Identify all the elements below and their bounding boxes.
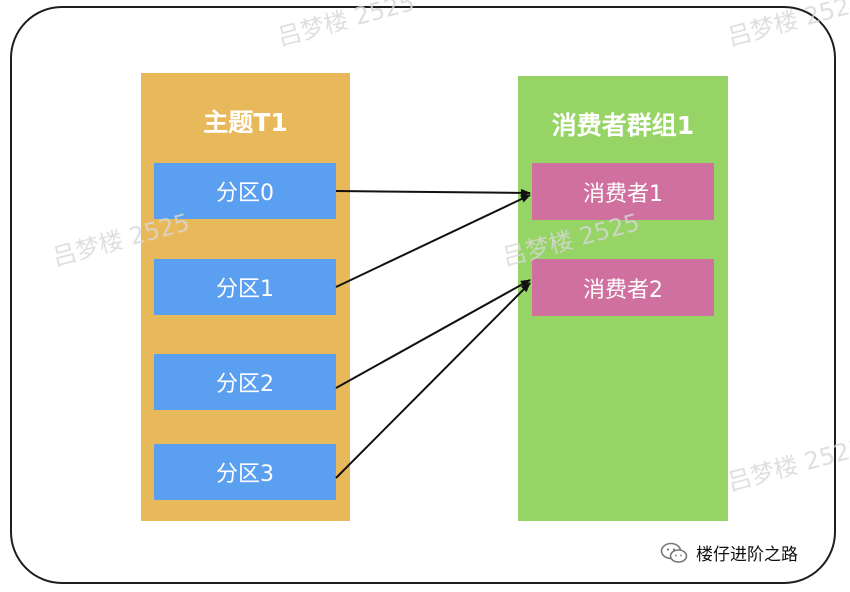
partition-2: 分区2 [154,354,336,410]
partition-1: 分区1 [154,259,336,315]
arrow-partition-3-to-consumer-2 [335,282,531,479]
partition-0: 分区0 [154,163,336,219]
wechat-icon [660,542,688,563]
arrow-partition-2-to-consumer-2 [335,279,531,389]
consumer-2: 消费者2 [532,259,714,316]
diagram-frame [10,6,836,584]
brand-text: 楼仔进阶之路 [696,545,798,565]
topic-title: 主题T1 [203,108,288,137]
consumer-1: 消费者1 [532,163,714,220]
partition-3: 分区3 [154,444,336,500]
arrow-partition-1-to-consumer-1 [335,194,531,288]
consumer-group-title: 消费者群组1 [551,111,695,140]
arrow-partition-0-to-consumer-1 [335,188,531,197]
brand-signature: 楼仔进阶之路 [660,540,798,565]
